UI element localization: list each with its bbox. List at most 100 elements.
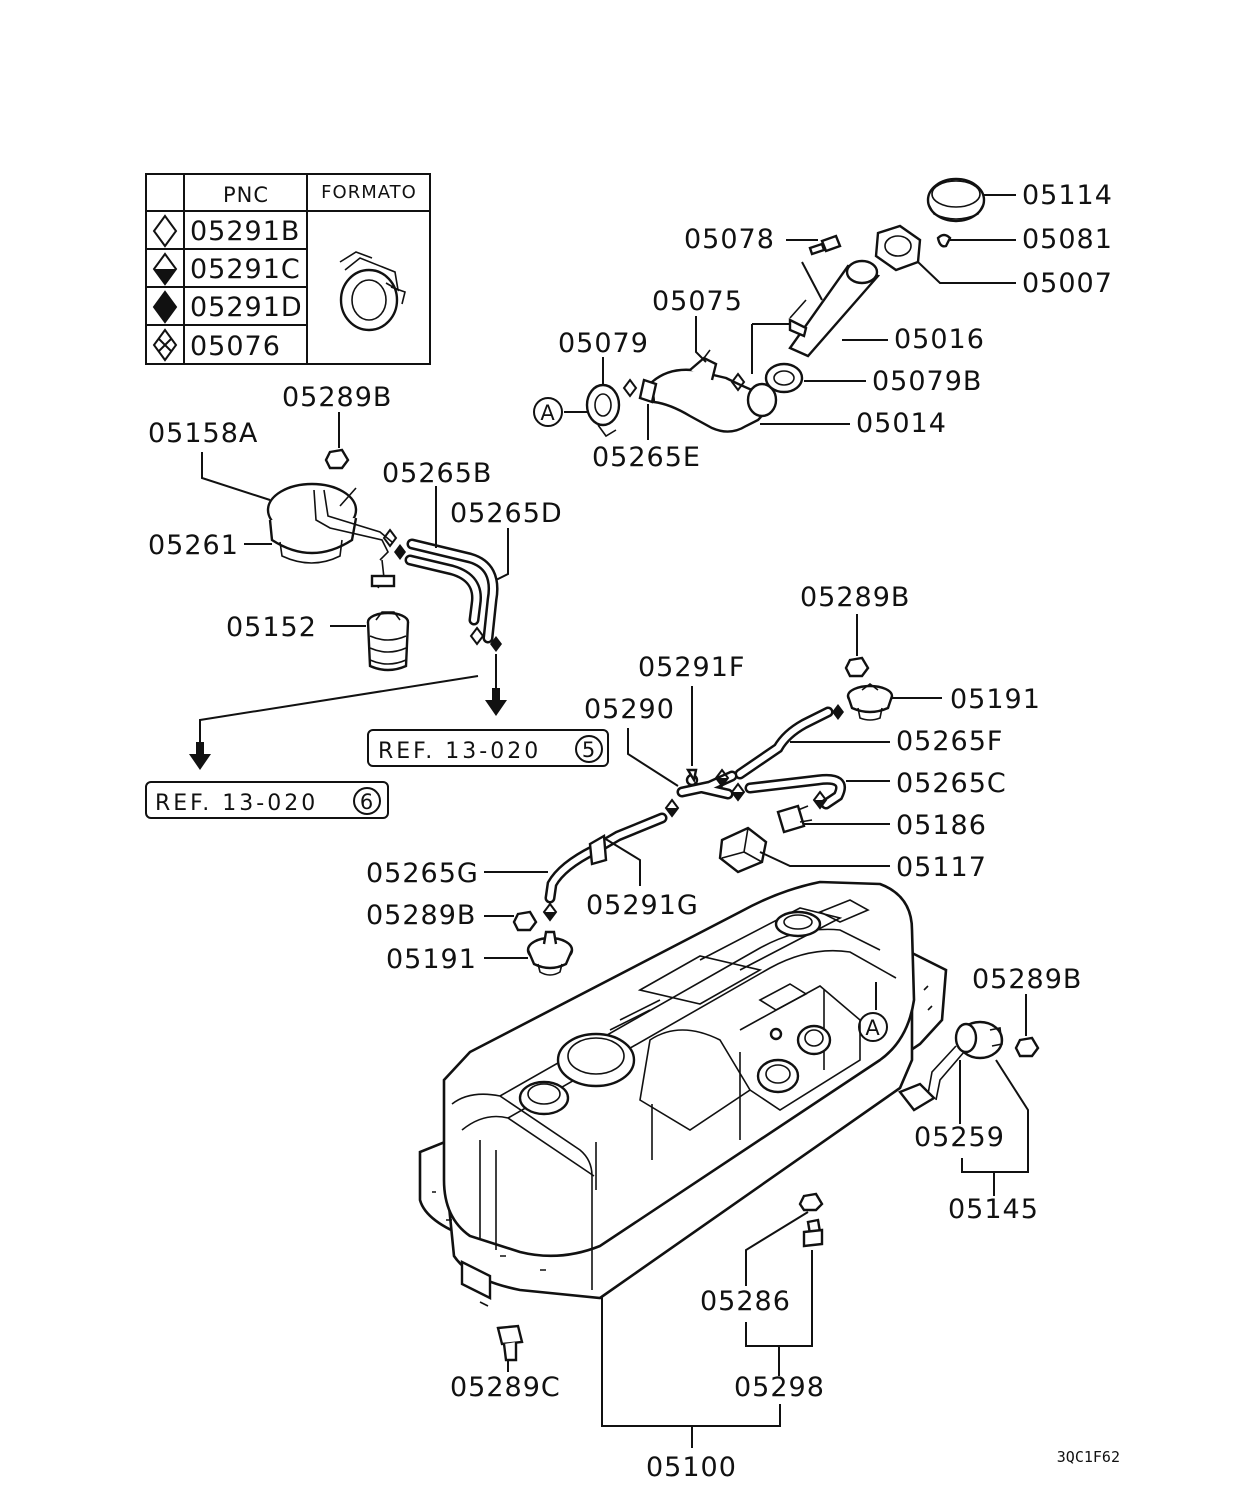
filler-hose (638, 349, 778, 433)
label-05191-top: 05191 (950, 684, 1041, 715)
bolt-05078 (808, 234, 842, 256)
diamond-outline-icon (382, 528, 398, 548)
label-05158a: 05158A (148, 418, 258, 449)
bolt-05081 (936, 233, 952, 248)
label-05265g: 05265G (366, 858, 479, 889)
label-05079: 05079 (558, 328, 649, 359)
valve-05186 (776, 804, 813, 834)
legend-pnc-05291c: 05291C (190, 254, 301, 285)
plug-05289c (496, 1324, 524, 1362)
diamond-half-icon (152, 252, 178, 286)
hose-05265d (404, 554, 482, 626)
label-05079b: 05079B (872, 366, 982, 397)
svg-text:6: 6 (360, 790, 374, 814)
nut-05289b-top (324, 448, 350, 470)
nut-05289b-right (1014, 1036, 1040, 1058)
label-05261: 05261 (148, 530, 239, 561)
label-05265f: 05265F (896, 726, 1003, 757)
label-05152: 05152 (226, 612, 317, 643)
label-05289b-right: 05289B (972, 964, 1082, 995)
clip-05291g (588, 834, 608, 866)
hose-05265c (744, 773, 846, 810)
label-05259: 05259 (914, 1122, 1005, 1153)
canister-05117 (718, 826, 768, 874)
label-05265c: 05265C (896, 768, 1007, 799)
label-05265d: 05265D (450, 498, 563, 529)
label-05186: 05186 (896, 810, 987, 841)
hose-clamp-drawing (339, 251, 406, 332)
diamond-half-icon (664, 798, 680, 818)
label-05289b-top: 05289B (282, 382, 392, 413)
diamond-outline-icon (152, 214, 178, 248)
hose-05265f (734, 706, 834, 780)
diamond-filled-icon (152, 290, 178, 324)
label-05291g: 05291G (586, 890, 699, 921)
arrow-down-icon (189, 754, 211, 770)
bracket-05016 (788, 318, 808, 338)
ref-13-020-5: REF. 13-020 5 (367, 729, 609, 767)
nut-05286 (798, 1192, 824, 1212)
ref-13-020-6: REF. 13-020 6 (145, 781, 389, 819)
callout-a-tank: A (858, 1012, 888, 1042)
diamond-half-icon (812, 790, 828, 810)
svg-text:A: A (540, 401, 555, 425)
label-05298: 05298 (734, 1372, 825, 1403)
bolt-05298 (802, 1218, 824, 1248)
label-05286: 05286 (700, 1286, 791, 1317)
svg-text:REF. 13-020: REF. 13-020 (378, 739, 541, 764)
label-05289c: 05289C (450, 1372, 561, 1403)
svg-text:5: 5 (582, 738, 596, 762)
label-05289b-mid: 05289B (800, 582, 910, 613)
label-05289b-left: 05289B (366, 900, 476, 931)
label-05075: 05075 (652, 286, 743, 317)
label-05145: 05145 (948, 1194, 1039, 1225)
label-05016: 05016 (894, 324, 985, 355)
label-05265b: 05265B (382, 458, 492, 489)
diamond-half-icon (714, 768, 730, 788)
valve-05191-top (846, 683, 894, 721)
label-05100: 05100 (646, 1452, 737, 1483)
diamond-cross-icon (152, 328, 178, 362)
legend-header-formato: FORMATO (321, 182, 417, 203)
diagram-code: 3QC1F62 (1057, 1448, 1120, 1466)
hose-05265b (406, 538, 499, 644)
fuel-filter-05152 (366, 611, 410, 672)
nut-05289b-mid (844, 656, 870, 678)
legend-pnc-05291d: 05291D (190, 292, 303, 323)
label-05117: 05117 (896, 852, 987, 883)
label-05191-left: 05191 (386, 944, 477, 975)
svg-text:REF. 13-020: REF. 13-020 (155, 791, 318, 816)
diamond-filled-icon (394, 544, 406, 560)
legend-pnc-05076: 05076 (190, 331, 281, 362)
nut-05289b-left (512, 910, 538, 932)
label-05114: 05114 (1022, 180, 1113, 211)
callout-a-top: A (533, 397, 563, 427)
legend-pnc-05291b: 05291B (190, 216, 300, 247)
filler-neck-pipe (788, 224, 922, 358)
clamp-05079b (764, 362, 804, 394)
diamond-filled-icon (490, 636, 502, 652)
diamond-outline-icon (469, 626, 485, 646)
label-05291f: 05291F (638, 652, 745, 683)
label-05014: 05014 (856, 408, 947, 439)
diamond-cross-icon (730, 372, 746, 392)
sender-unit-05259 (898, 1020, 1004, 1112)
valve-05191-left (526, 930, 574, 976)
label-05265e: 05265E (592, 442, 701, 473)
clamp-05079 (585, 383, 621, 438)
arrow-down-icon (485, 700, 507, 716)
legend-table: PNC FORMATO 05291B 05291C 05291D 05076 (145, 173, 431, 365)
diamond-half-icon (730, 782, 746, 802)
fuel-tank-05100 (418, 880, 948, 1307)
label-05081: 05081 (1022, 224, 1113, 255)
label-05290: 05290 (584, 694, 675, 725)
label-05078: 05078 (684, 224, 775, 255)
svg-text:A: A (865, 1016, 880, 1040)
diamond-cross-icon (622, 378, 638, 398)
diamond-filled-icon (832, 704, 844, 720)
legend-header-pnc: PNC (223, 183, 269, 207)
filler-cap (926, 177, 986, 223)
diamond-half-icon (542, 902, 558, 922)
label-05007: 05007 (1022, 268, 1113, 299)
